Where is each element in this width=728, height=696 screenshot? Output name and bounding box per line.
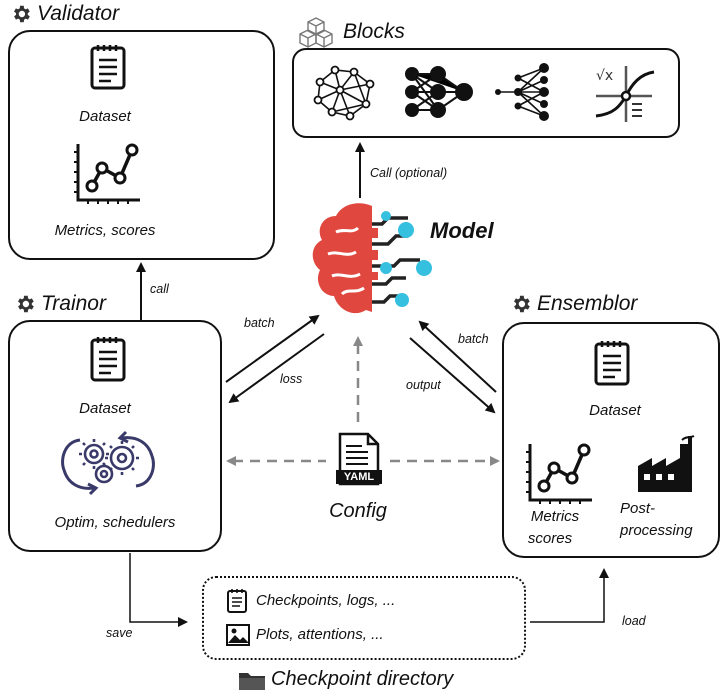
arrow-batch-to-model bbox=[225, 314, 320, 383]
trainor-title: Trainor bbox=[14, 292, 106, 316]
checkpoint-item-1: Checkpoints, logs, ... bbox=[256, 592, 396, 609]
arrow-output-to-ensemblor bbox=[409, 337, 496, 414]
line-chart-icon bbox=[526, 443, 592, 504]
ensemblor-post-label-2: processing bbox=[620, 522, 693, 539]
checkpoint-box bbox=[202, 576, 526, 660]
call-label: call bbox=[150, 282, 169, 296]
factory-icon bbox=[638, 435, 695, 492]
validator-dataset-label: Dataset bbox=[79, 108, 131, 125]
ensemblor-post-label-1: Post- bbox=[620, 500, 656, 517]
loss-label: loss bbox=[280, 372, 303, 386]
trainor-dataset-label: Dataset bbox=[79, 400, 131, 417]
document-icon bbox=[594, 341, 630, 386]
graph-nodes-icon bbox=[495, 63, 549, 121]
ensemblor-metrics-label-1: Metrics bbox=[530, 508, 580, 525]
yaml-file-icon bbox=[336, 432, 382, 486]
validator-title: Validator bbox=[10, 2, 119, 26]
gears-cycle-icon bbox=[61, 430, 155, 496]
activation-function-icon: √x bbox=[595, 66, 655, 122]
network-graph-icon bbox=[405, 66, 473, 118]
ensemblor-box bbox=[502, 322, 720, 558]
cubes-icon bbox=[299, 17, 333, 48]
line-chart-icon bbox=[74, 143, 140, 204]
arrow-load bbox=[530, 568, 609, 623]
arrow-loss-to-trainor bbox=[228, 333, 325, 404]
validator-box bbox=[8, 30, 275, 260]
blocks-title: Blocks bbox=[298, 16, 405, 48]
arrow-batch-to-model-right bbox=[418, 320, 497, 393]
document-icon bbox=[90, 337, 126, 382]
folder-icon bbox=[239, 672, 265, 690]
trainor-optim-label: Optim, schedulers bbox=[54, 514, 176, 531]
blocks-title-text: Blocks bbox=[343, 20, 405, 43]
config-title: Config bbox=[329, 500, 387, 522]
model-title-text: Model bbox=[430, 218, 494, 243]
gear-icon bbox=[18, 295, 34, 313]
brain-icon bbox=[312, 203, 432, 314]
batch-right-label: batch bbox=[458, 332, 489, 346]
checkpoint-title: Checkpoint directory bbox=[238, 668, 453, 691]
validator-title-text: Validator bbox=[37, 2, 120, 25]
ensemblor-title: Ensemblor bbox=[510, 292, 637, 316]
yaml-file-label: YAML bbox=[343, 471, 375, 483]
svg-text:√x: √x bbox=[596, 68, 613, 84]
call-optional-label: Call (optional) bbox=[370, 166, 448, 180]
notes-icon bbox=[227, 589, 247, 613]
image-icon bbox=[226, 624, 250, 646]
validator-metrics-label: Metrics, scores bbox=[54, 222, 156, 239]
checkpoint-item-2: Plots, attentions, ... bbox=[256, 626, 384, 643]
ensemblor-dataset-label: Dataset bbox=[589, 402, 641, 419]
checkpoint-title-text: Checkpoint directory bbox=[271, 668, 454, 690]
model-title: Model bbox=[430, 218, 494, 244]
gear-icon bbox=[14, 5, 30, 23]
batch-left-label: batch bbox=[244, 316, 275, 330]
load-label: load bbox=[622, 614, 646, 628]
document-icon bbox=[90, 45, 126, 90]
arrow-save bbox=[129, 553, 188, 627]
blocks-box bbox=[292, 48, 680, 138]
gear-icon bbox=[514, 295, 530, 313]
ensemblor-title-text: Ensemblor bbox=[537, 292, 638, 315]
neural-mesh-icon bbox=[313, 65, 375, 121]
output-label: output bbox=[406, 378, 441, 392]
ensemblor-metrics-label-2: scores bbox=[527, 530, 573, 547]
save-label: save bbox=[106, 626, 133, 640]
trainor-title-text: Trainor bbox=[41, 292, 106, 315]
